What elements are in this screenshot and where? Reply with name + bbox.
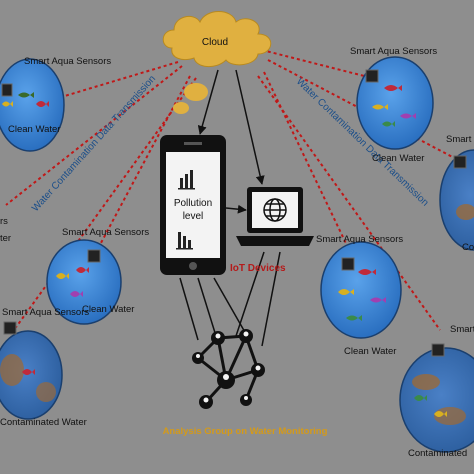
- phone-screen: [166, 152, 220, 258]
- sensor-label: Smart Aqua Sensors: [62, 227, 149, 238]
- cloud-shape: [162, 11, 272, 67]
- phone-home-button: [189, 262, 197, 270]
- fish-icon: [22, 369, 35, 375]
- sensor-node-s2: Smart Aqua Sensors Clean Water: [350, 46, 437, 164]
- fish-icon: [434, 411, 447, 417]
- globe-icon: [263, 198, 287, 222]
- sensor-node-s7: Smart Co: [439, 134, 474, 253]
- fish-icon: [56, 273, 69, 279]
- fish-icon: [358, 269, 376, 275]
- water-body: [399, 347, 474, 453]
- chip-icon: [365, 69, 379, 83]
- water-status-label: Clean Water: [372, 153, 424, 164]
- sensor-node-s8: rs ter: [0, 216, 11, 244]
- chip-icon: [431, 343, 445, 357]
- fish-icon: [18, 92, 34, 98]
- phone-label-line1: Pollution: [174, 198, 212, 209]
- water-body: [0, 58, 65, 152]
- water-status-label: Co: [462, 242, 474, 253]
- sensor-node-s1: Smart Aqua Sensors Clean Water: [0, 56, 111, 152]
- dotted-links: [5, 49, 463, 331]
- chip-icon: [1, 83, 13, 97]
- fish-icon: [400, 113, 416, 119]
- link-to-s6: [263, 71, 353, 257]
- water-status-label: Clean Water: [82, 304, 134, 315]
- arrow-cloud-phone: [197, 69, 219, 135]
- bar-chart-icon-bottom: [176, 232, 193, 250]
- analysis-network: [192, 329, 265, 409]
- flow-arrows: [179, 69, 281, 347]
- cloud-bubble-2: [173, 102, 189, 114]
- analysis-group-label: Analysis Group on Water Monitoring: [163, 426, 328, 437]
- pollution-patch: [36, 382, 56, 402]
- chip-icon: [3, 321, 17, 335]
- phone-speaker: [184, 142, 202, 145]
- chip-icon: [453, 155, 467, 169]
- sensor-label: Smart Aqua Sensors: [350, 46, 437, 57]
- water-body: [320, 241, 402, 339]
- arrow-phone-network-a: [179, 277, 199, 341]
- fish-icon: [370, 297, 386, 303]
- water-body: [46, 239, 122, 325]
- arrow-phone-laptop: [225, 204, 247, 214]
- sensor-label: Smart Aqua Sensors: [316, 234, 403, 245]
- link-to-s7: [13, 77, 197, 331]
- sensor-node-s4: Smart Aqua Sensors Clean Water: [316, 234, 403, 357]
- pollution-patch: [0, 354, 24, 386]
- cloud-bubble-1: [184, 83, 208, 101]
- sensor-node-s5: Smart Aqua Sensors Contaminated Water: [0, 307, 89, 428]
- sensor-label: rs: [0, 216, 8, 227]
- fish-icon: [36, 101, 49, 107]
- arrow-laptop-network-b: [261, 251, 281, 347]
- water-status-label: Contaminated: [408, 448, 467, 459]
- arrow-laptop-network-a: [235, 251, 265, 337]
- pollution-patch: [456, 204, 474, 220]
- sensor-label: Smart: [450, 324, 474, 335]
- bar-chart-icon-top: [178, 170, 195, 190]
- fish-icon: [76, 267, 89, 273]
- pollution-patch: [412, 374, 440, 390]
- link-to-s1: [57, 61, 179, 99]
- chip-icon: [341, 257, 355, 271]
- water-status-label: Contaminated Water: [0, 417, 87, 428]
- water-status-label: ter: [0, 233, 11, 244]
- fish-icon: [384, 85, 402, 91]
- fish-icon: [70, 291, 83, 297]
- fish-icon: [346, 315, 362, 321]
- fish-icon: [2, 101, 13, 107]
- phone-label-line2: level: [183, 211, 204, 222]
- link-to-s3: [5, 65, 183, 206]
- link-to-s5: [93, 75, 191, 257]
- sensor-node-s6: Smart Contaminated: [399, 324, 474, 459]
- cloud-node: Cloud: [162, 11, 272, 114]
- fish-icon: [382, 121, 395, 127]
- iot-devices-label: IoT Devices: [230, 263, 286, 274]
- laptop: [236, 187, 314, 246]
- water-status-label: Clean Water: [344, 346, 396, 357]
- pollution-patch: [434, 407, 466, 425]
- arrow-phone-network-b: [197, 277, 217, 337]
- chip-icon: [87, 249, 101, 263]
- water-body: [439, 149, 474, 251]
- fish-icon: [372, 104, 388, 110]
- laptop-base: [236, 236, 314, 246]
- sensor-node-s3: Smart Aqua Sensors Clean Water: [46, 227, 149, 325]
- link-to-s8: [257, 75, 441, 331]
- water-status-label: Clean Water: [8, 124, 60, 135]
- arrow-phone-network-c: [213, 277, 247, 335]
- sensor-label: Smart Aqua Sensors: [24, 56, 111, 67]
- fish-icon: [414, 395, 427, 401]
- arrow-cloud-laptop: [235, 69, 265, 185]
- link-to-s2: [261, 49, 381, 81]
- smartphone: Pollution level: [160, 135, 226, 275]
- fish-icon: [338, 289, 354, 295]
- cloud-label: Cloud: [202, 37, 228, 48]
- sensor-label: Smart Aqua Sensors: [2, 307, 89, 318]
- sensor-label: Smart: [446, 134, 472, 145]
